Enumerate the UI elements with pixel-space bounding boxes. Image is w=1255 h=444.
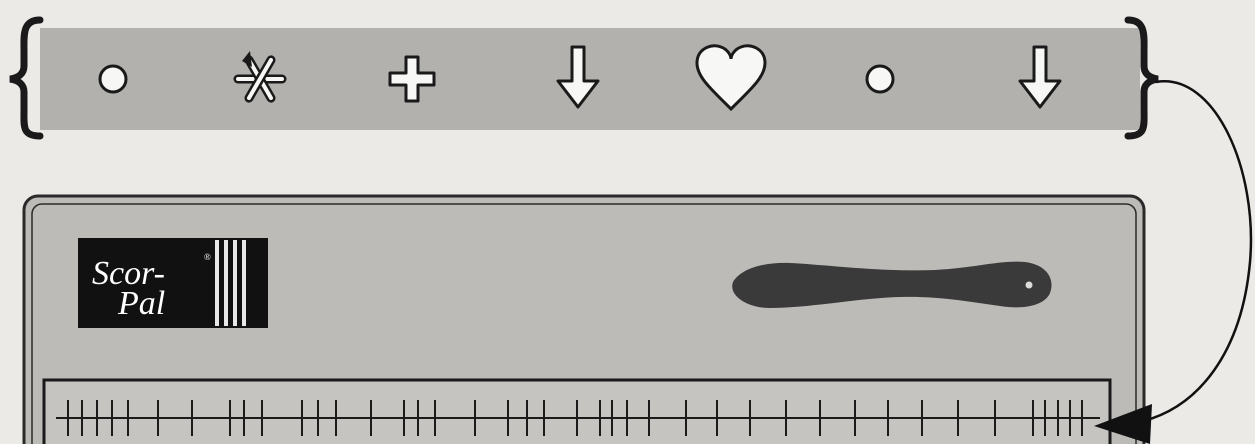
symbol-strip-band — [40, 28, 1140, 130]
tool-hole — [1026, 282, 1033, 289]
symbol-circle-icon — [867, 66, 893, 92]
scor-pal-board: Scor- Pal ® — [24, 196, 1144, 444]
left-brace-icon — [10, 20, 40, 136]
scor-pal-logo: Scor- Pal ® — [78, 238, 268, 328]
ruler — [44, 380, 1110, 444]
symbol-circle-icon — [100, 66, 126, 92]
symbol-strip — [10, 20, 1158, 136]
logo-line2: Pal — [117, 285, 165, 322]
logo-registered: ® — [204, 252, 211, 262]
